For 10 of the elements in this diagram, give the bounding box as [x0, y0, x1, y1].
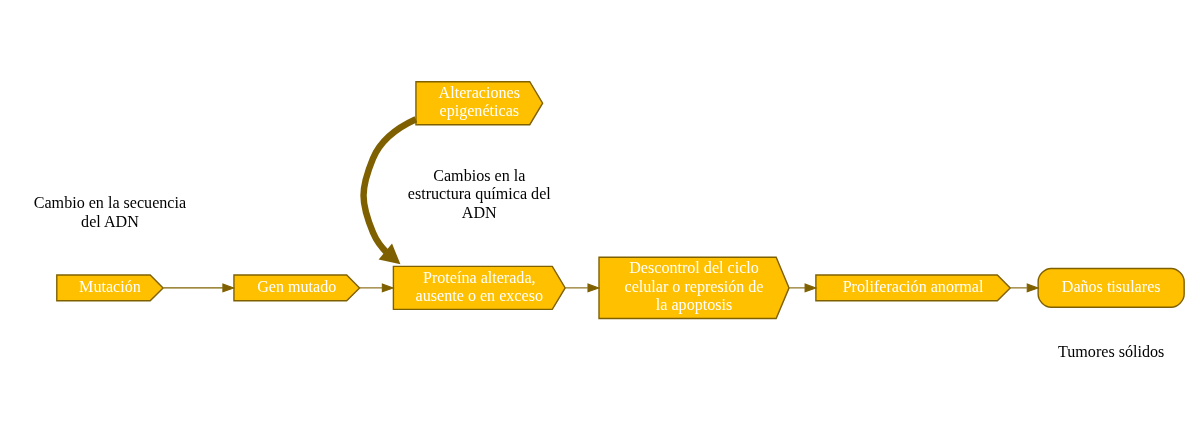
arrow: [162, 282, 236, 292]
node-box: Daños tisulares: [1037, 267, 1185, 308]
arrow: [360, 115, 418, 264]
arrow: [359, 282, 395, 292]
arrow: [1009, 282, 1040, 292]
node-label: Tumores sólidos: [1058, 342, 1165, 360]
arrow: [564, 282, 601, 292]
node-label: Cambios en la estructura química del ADN: [407, 166, 551, 221]
arrow: [788, 282, 818, 292]
node-label: Cambio en la secuencia del ADN: [33, 193, 187, 230]
